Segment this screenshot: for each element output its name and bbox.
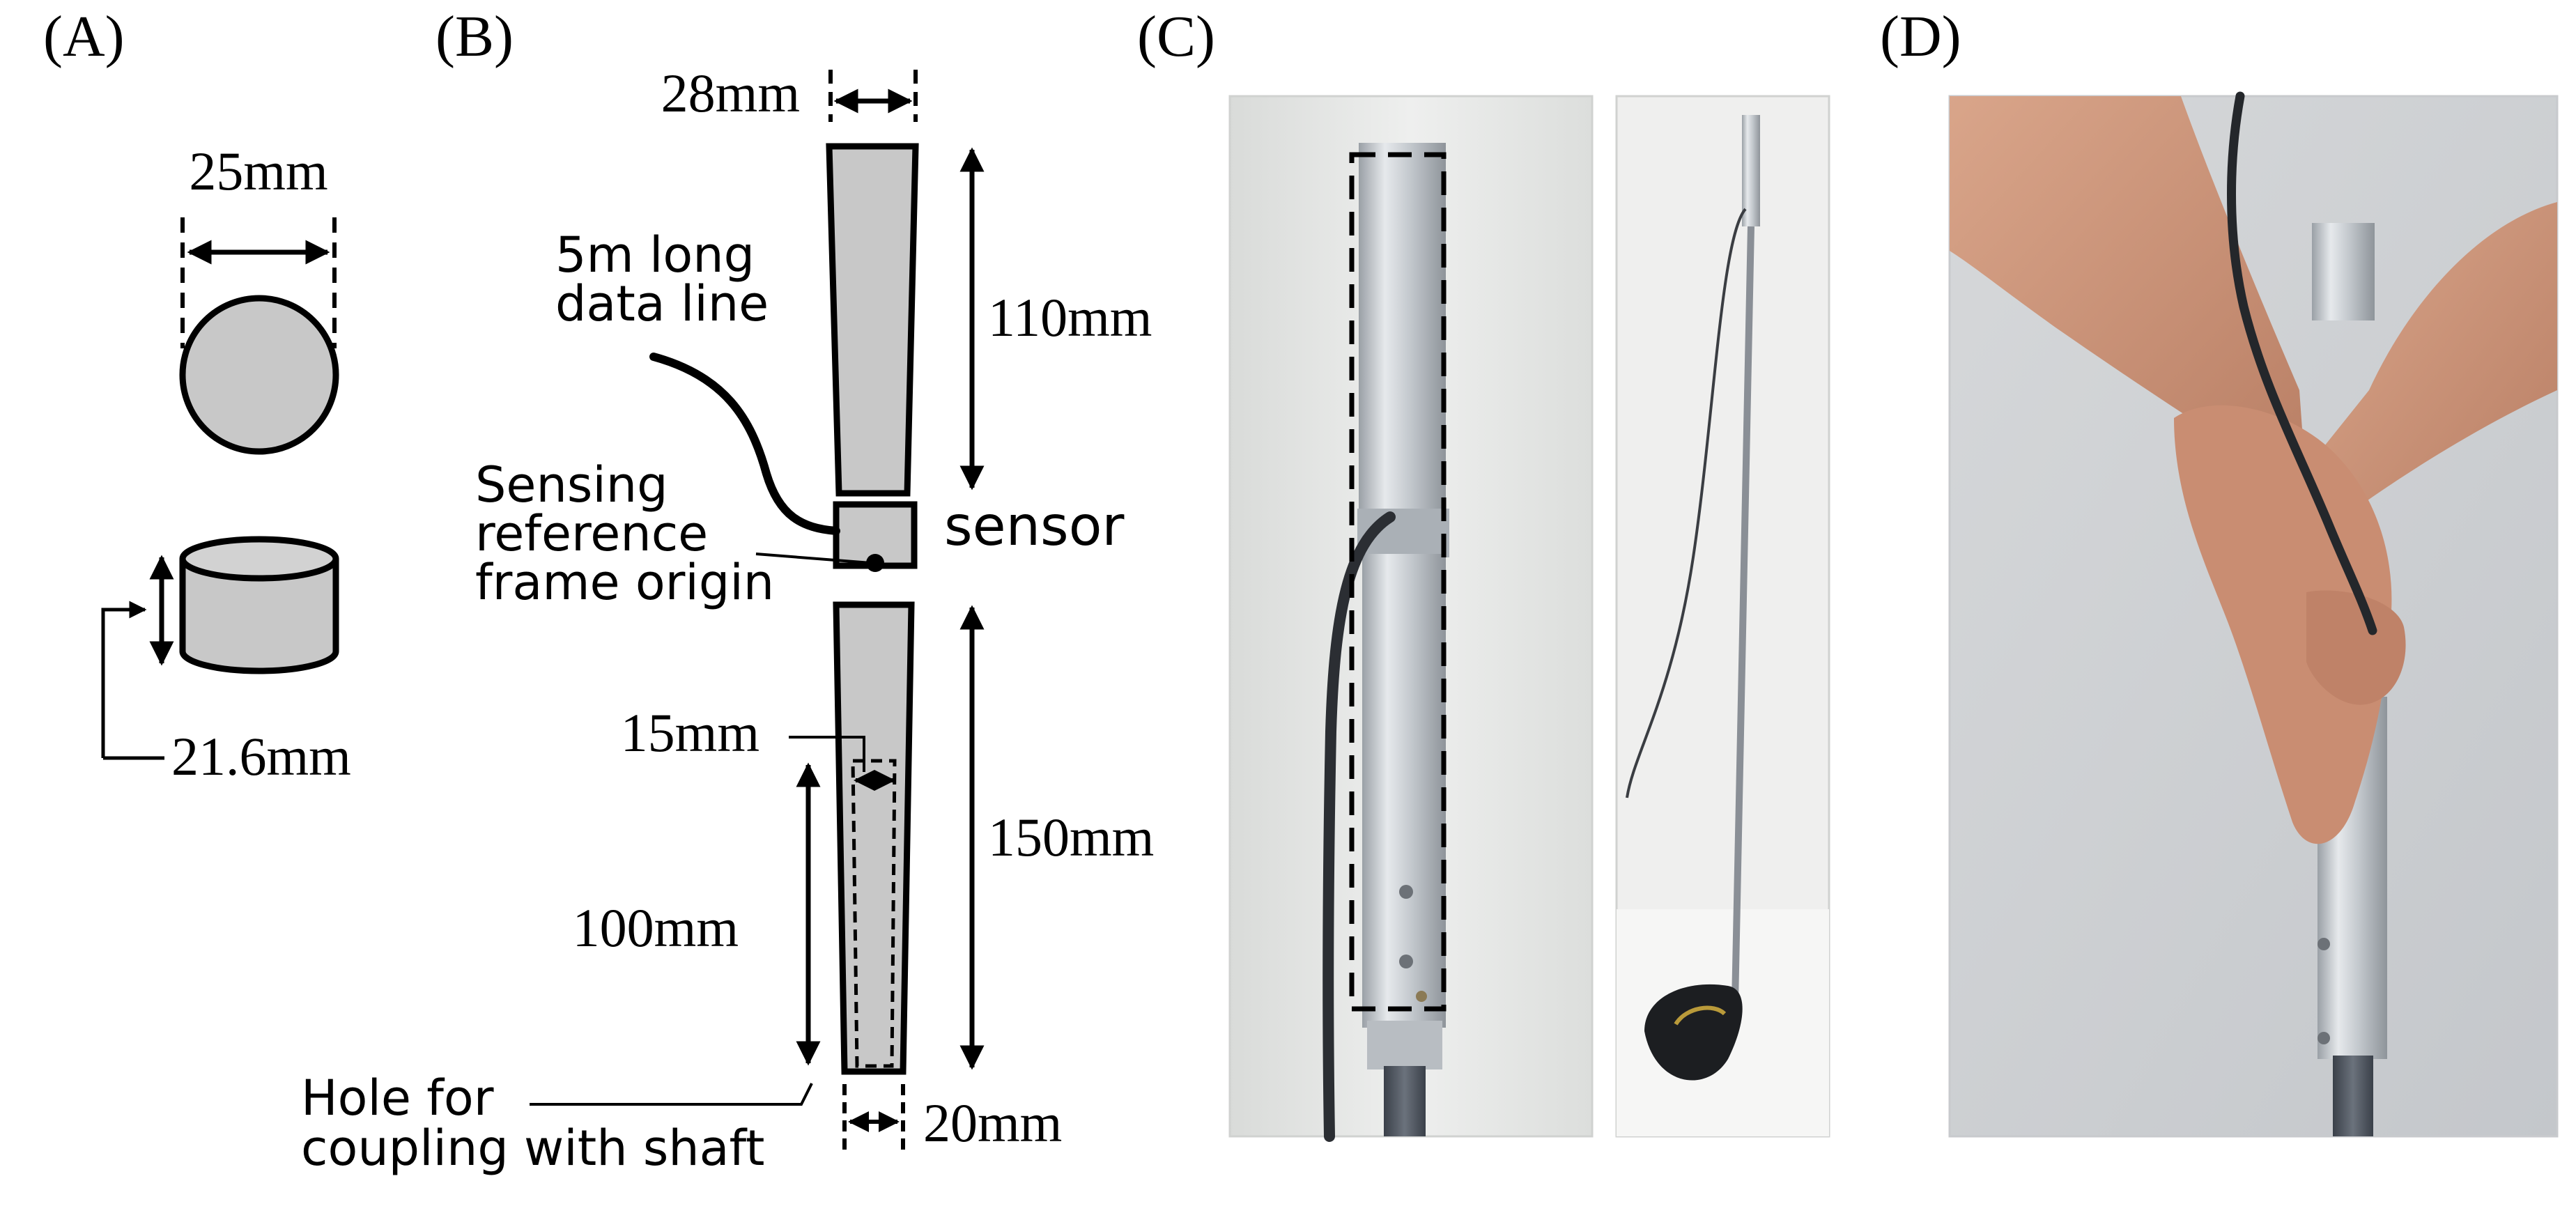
panel-b-label: (B) — [435, 4, 514, 69]
hole-note-label: Hole for coupling with shaft — [301, 1069, 764, 1177]
photo-full-club — [1615, 95, 1830, 1138]
origin-dot — [866, 554, 884, 572]
panel-a: (A) 25mm 21.6mm — [43, 4, 351, 787]
panel-d-label: (D) — [1880, 4, 1961, 69]
origin-label: Sensing reference frame origin — [475, 456, 774, 611]
panel-c: (C) — [1137, 4, 1830, 1142]
bottom-width-label: 20mm — [923, 1092, 1062, 1153]
hole-width-leader — [789, 736, 865, 772]
data-line-label: 5m long data line — [555, 226, 770, 332]
sensor-top-view — [179, 295, 339, 455]
upper-length-label: 110mm — [988, 287, 1152, 348]
lower-coupling-part — [833, 601, 915, 1075]
sensor-label: sensor — [944, 495, 1125, 558]
height-leader — [101, 601, 147, 758]
sensor-cylinder-view — [179, 536, 339, 674]
panel-b: (B) 28mm 110mm sensor 5m long data line … — [301, 4, 1154, 1177]
hole-depth-label: 100mm — [573, 897, 739, 958]
upper-grip-part — [826, 143, 919, 497]
lower-length-label: 150mm — [988, 807, 1154, 867]
data-line-cable — [649, 353, 840, 535]
hole-width-label: 15mm — [621, 702, 759, 763]
photo-grip-in-hands — [1948, 91, 2559, 1138]
origin-leader — [755, 553, 872, 564]
height-label: 21.6mm — [171, 726, 351, 787]
panel-c-label: (C) — [1137, 4, 1215, 69]
top-width-label: 28mm — [661, 63, 800, 123]
diameter-label: 25mm — [189, 141, 327, 201]
shaft-hole-outline — [851, 759, 897, 1068]
panel-a-label: (A) — [43, 4, 125, 69]
panel-d: (D) — [1880, 4, 2559, 1138]
photo-device-closeup — [1228, 95, 1594, 1142]
hole-note-leader — [530, 1083, 813, 1106]
